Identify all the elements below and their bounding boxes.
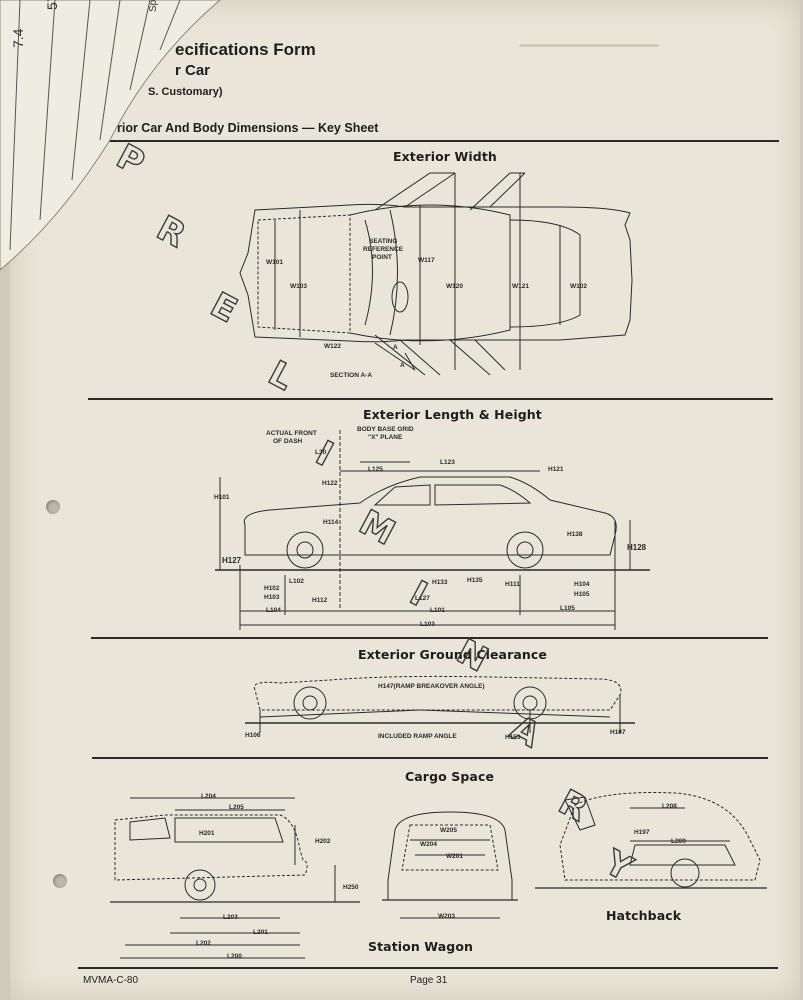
label-section-aa: SECTION A-A — [330, 372, 373, 379]
punch-hole — [53, 874, 67, 888]
curl-number-value: 7.4 — [10, 28, 26, 48]
label-x-plane: "X" PLANE — [368, 434, 403, 441]
label-seating: SEATING — [369, 238, 398, 245]
footer-rule — [78, 967, 778, 969]
label-h201: H201 — [199, 830, 215, 837]
key-sheet-title: rior Car And Body Dimensions — Key Sheet — [117, 121, 379, 135]
label-h153: H153 — [505, 734, 521, 741]
section-title-ground: Exterior Ground Clearance — [358, 647, 547, 662]
length-section-rule — [91, 637, 768, 639]
label-of-dash: OF DASH — [273, 438, 303, 445]
cargo-hatchback-diagram — [535, 792, 767, 889]
label-l204: L204 — [201, 793, 216, 800]
label-w120: W120 — [446, 283, 463, 290]
label-w117: W117 — [418, 257, 435, 264]
label-point: POINT — [372, 254, 392, 261]
ground-section-rule — [92, 757, 768, 759]
document-page — [10, 0, 800, 1000]
label-w203: W203 — [438, 913, 455, 920]
label-h135: H135 — [467, 577, 483, 584]
label-h104: H104 — [574, 581, 590, 588]
label-l209: L209 — [671, 838, 686, 845]
label-w205: W205 — [440, 827, 457, 834]
label-l123: L123 — [440, 459, 455, 466]
label-h102: H102 — [264, 585, 280, 592]
label-h112: H112 — [312, 597, 328, 604]
label-included-ramp: INCLUDED RAMP ANGLE — [378, 733, 457, 740]
label-h250: H250 — [343, 884, 359, 891]
label-h133: H133 — [432, 579, 448, 586]
label-w121: W121 — [512, 283, 529, 290]
label-w103: W103 — [290, 283, 307, 290]
bleed-through-text: ▔▔▔▔▔▔▔▔▔▔▔▔▔▔▔ — [520, 45, 659, 59]
curled-page-corner: 57.0° 7.4 Sport Coupe — [0, 0, 230, 290]
label-h114: H114 — [323, 519, 339, 526]
ground-clearance-diagram — [245, 675, 635, 733]
label-h103: H103 — [264, 594, 280, 601]
label-w204: W204 — [420, 841, 437, 848]
label-l201: L201 — [253, 929, 268, 936]
label-h121: H121 — [548, 466, 564, 473]
form-title: ecifications Form — [175, 40, 316, 59]
label-l104: L104 — [266, 607, 281, 614]
label-h128: H128 — [627, 543, 647, 552]
footer-page-number: Page 31 — [410, 975, 448, 986]
label-h197: H197 — [634, 829, 650, 836]
section-title-width: Exterior Width — [393, 149, 497, 164]
label-w102: W102 — [570, 283, 587, 290]
section-title-length: Exterior Length & Height — [363, 407, 542, 422]
caption-station-wagon: Station Wagon — [368, 939, 474, 954]
cargo-rear-diagram — [382, 811, 518, 919]
label-w201: W201 — [446, 853, 463, 860]
label-l203: L203 — [223, 914, 238, 921]
label-w122: W122 — [324, 343, 341, 350]
label-l125: L125 — [368, 466, 383, 473]
units-subtitle: S. Customary) — [148, 86, 223, 98]
label-w101: W101 — [266, 259, 283, 266]
footer-code: MVMA-C-80 — [83, 975, 139, 986]
cargo-wagon-diagram — [110, 797, 360, 959]
curl-sport-coupe: Sport Coupe — [148, 0, 159, 12]
label-l103: L103 — [420, 621, 435, 628]
label-body-base-grid: BODY BASE GRID — [357, 426, 414, 433]
label-a1: A — [393, 344, 398, 351]
label-h202: H202 — [315, 838, 331, 845]
label-h101: H101 — [214, 494, 230, 501]
label-h147: H147(RAMP BREAKOVER ANGLE) — [378, 683, 485, 690]
label-h138: H138 — [567, 531, 583, 538]
label-a2: A — [400, 362, 405, 369]
header-rule — [95, 140, 779, 142]
label-l101: L101 — [430, 607, 445, 614]
label-l200: L200 — [227, 953, 242, 960]
label-h127: H127 — [222, 556, 242, 565]
curl-angle-value: 57.0° — [44, 0, 60, 10]
exterior-length-diagram — [215, 430, 650, 630]
width-section-rule — [88, 398, 773, 400]
label-l127: L127 — [415, 595, 430, 602]
label-l208: L208 — [662, 803, 677, 810]
label-l30: L30 — [315, 449, 327, 456]
label-l102: L102 — [289, 578, 304, 585]
label-h105: H105 — [574, 591, 590, 598]
exterior-width-diagram — [239, 172, 633, 376]
label-l205: L205 — [229, 804, 244, 811]
section-title-cargo: Cargo Space — [405, 769, 495, 784]
car-line-title: r Car — [175, 62, 211, 79]
label-actual-front: ACTUAL FRONT — [266, 430, 317, 437]
label-h111: H111 — [505, 581, 520, 588]
label-h106: H106 — [245, 732, 261, 739]
caption-hatchback: Hatchback — [606, 908, 682, 923]
label-h107: H107 — [610, 729, 626, 736]
label-reference: REFERENCE — [363, 246, 404, 253]
punch-hole — [46, 500, 60, 514]
label-l202: L202 — [196, 940, 211, 947]
label-l105: L105 — [560, 605, 575, 612]
label-h122: H122 — [322, 480, 338, 487]
